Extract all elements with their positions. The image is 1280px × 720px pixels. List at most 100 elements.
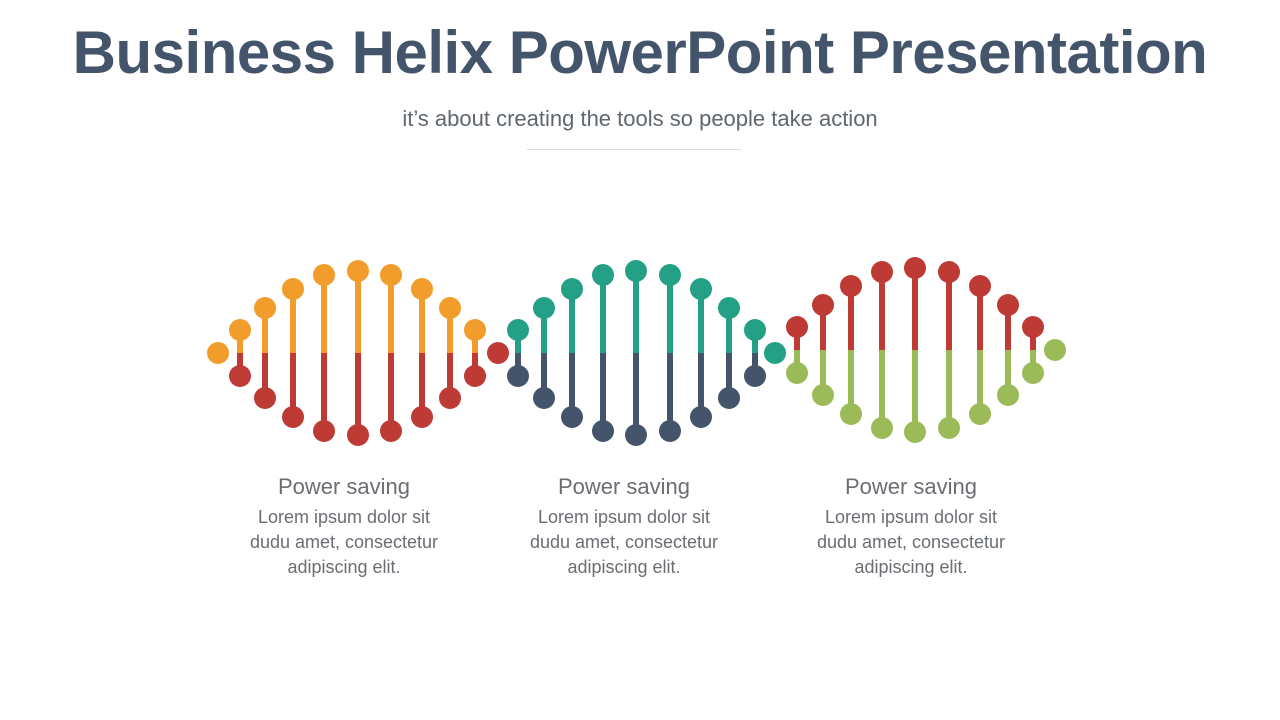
page-subtitle: it’s about creating the tools so people … [402,106,878,131]
helix-rung-top [447,308,453,353]
caption-line: Lorem ipsum dolor sit [257,507,431,527]
helix-node-top [411,278,433,300]
caption-1: Power saving Lorem ipsum dolor sit dudu … [214,474,474,580]
helix-rung-top [541,308,547,353]
helix-rung-bottom [912,350,918,432]
caption-line: adipiscing elit. [287,557,401,577]
helix-rung-top [667,275,673,353]
helix-node-bottom [1022,362,1044,384]
helix-node-top [969,275,991,297]
helix-rung-top [472,330,478,353]
helix-rung-bottom [848,350,854,414]
helix-node-bottom [411,406,433,428]
helix-node-top [439,297,461,319]
helix-rung-top [946,272,952,350]
helix-rung-top [912,268,918,350]
helix-rung-bottom [698,353,704,417]
helix-node-bottom [871,417,893,439]
helix-rung-bottom [726,353,732,398]
helix-node-top [744,319,766,341]
caption-line: dudu amet, consectetur [249,532,439,552]
helix-node-bottom [812,384,834,406]
helix-node-top [659,264,681,286]
helix-node-bottom [690,406,712,428]
helix-rung-top [848,286,854,350]
helix-rung-bottom [752,353,758,376]
helix-node-top [938,261,960,283]
helix-node-bottom [592,420,614,442]
helix-node-top [380,264,402,286]
helix-node-top [592,264,614,286]
helix-node-top [1022,316,1044,338]
caption-3: Power saving Lorem ipsum dolor sit dudu … [781,474,1041,580]
caption-line: adipiscing elit. [854,557,968,577]
helix-rung-bottom [600,353,606,431]
helix-node-bottom [786,362,808,384]
helix-rung-top [321,275,327,353]
helix-node-top [561,278,583,300]
helix-node-bottom [229,365,251,387]
helix-rung-top [698,289,704,353]
helix-rung-top [794,327,800,350]
helix-node-top [997,294,1019,316]
helix-node-bottom [969,403,991,425]
helix-node-bottom [533,387,555,409]
helix-node-bottom [840,403,862,425]
caption-2: Power saving Lorem ipsum dolor sit dudu … [494,474,754,580]
helix-node-top [313,264,335,286]
title-divider [527,149,741,150]
helix-rung-top [977,286,983,350]
helix-node-top [625,260,647,282]
helix-rung-top [355,271,361,353]
helix-rung-top [752,330,758,353]
helix-node-bottom [625,424,647,446]
helix-rung-top [290,289,296,353]
helix-rung-top [600,275,606,353]
helix-node-bottom [313,420,335,442]
helix-rung-bottom [472,353,478,376]
helix-node-bottom [507,365,529,387]
helix-node-top [282,278,304,300]
helix-node-bottom [347,424,369,446]
helix-rung-top [1030,327,1036,350]
helix-rung-bottom [515,353,521,376]
helix-rung-top [820,305,826,350]
helix-end-node [487,342,509,364]
helix-rung-top [515,330,521,353]
helix-rung-bottom [290,353,296,417]
helix-node-bottom [464,365,486,387]
helix-node-top [533,297,555,319]
helix-rung-bottom [237,353,243,376]
helix-node-bottom [439,387,461,409]
helix-end-node [207,342,229,364]
helix-rung-bottom [633,353,639,435]
helix-node-top [718,297,740,319]
helix-end-node [764,342,786,364]
helix-node-bottom [282,406,304,428]
helix-rung-top [633,271,639,353]
helix-node-top [840,275,862,297]
helix-rung-bottom [355,353,361,435]
helix-node-top [254,297,276,319]
helix-rung-bottom [321,353,327,431]
helix-node-top [229,319,251,341]
helix-rung-top [419,289,425,353]
helix-rung-top [879,272,885,350]
helix-node-bottom [254,387,276,409]
helix-node-top [347,260,369,282]
helix-rung-top [1005,305,1011,350]
helix-node-bottom [744,365,766,387]
helix-rung-bottom [977,350,983,414]
helix-node-bottom [659,420,681,442]
helix-rung-top [726,308,732,353]
helix-node-top [904,257,926,279]
caption-line: adipiscing elit. [567,557,681,577]
caption-line: Lorem ipsum dolor sit [537,507,711,527]
helix-rung-bottom [1030,350,1036,373]
helix-rung-top [237,330,243,353]
helix-rung-bottom [419,353,425,417]
helix-rung-bottom [946,350,952,428]
helix-node-top [871,261,893,283]
helix-node-bottom [997,384,1019,406]
